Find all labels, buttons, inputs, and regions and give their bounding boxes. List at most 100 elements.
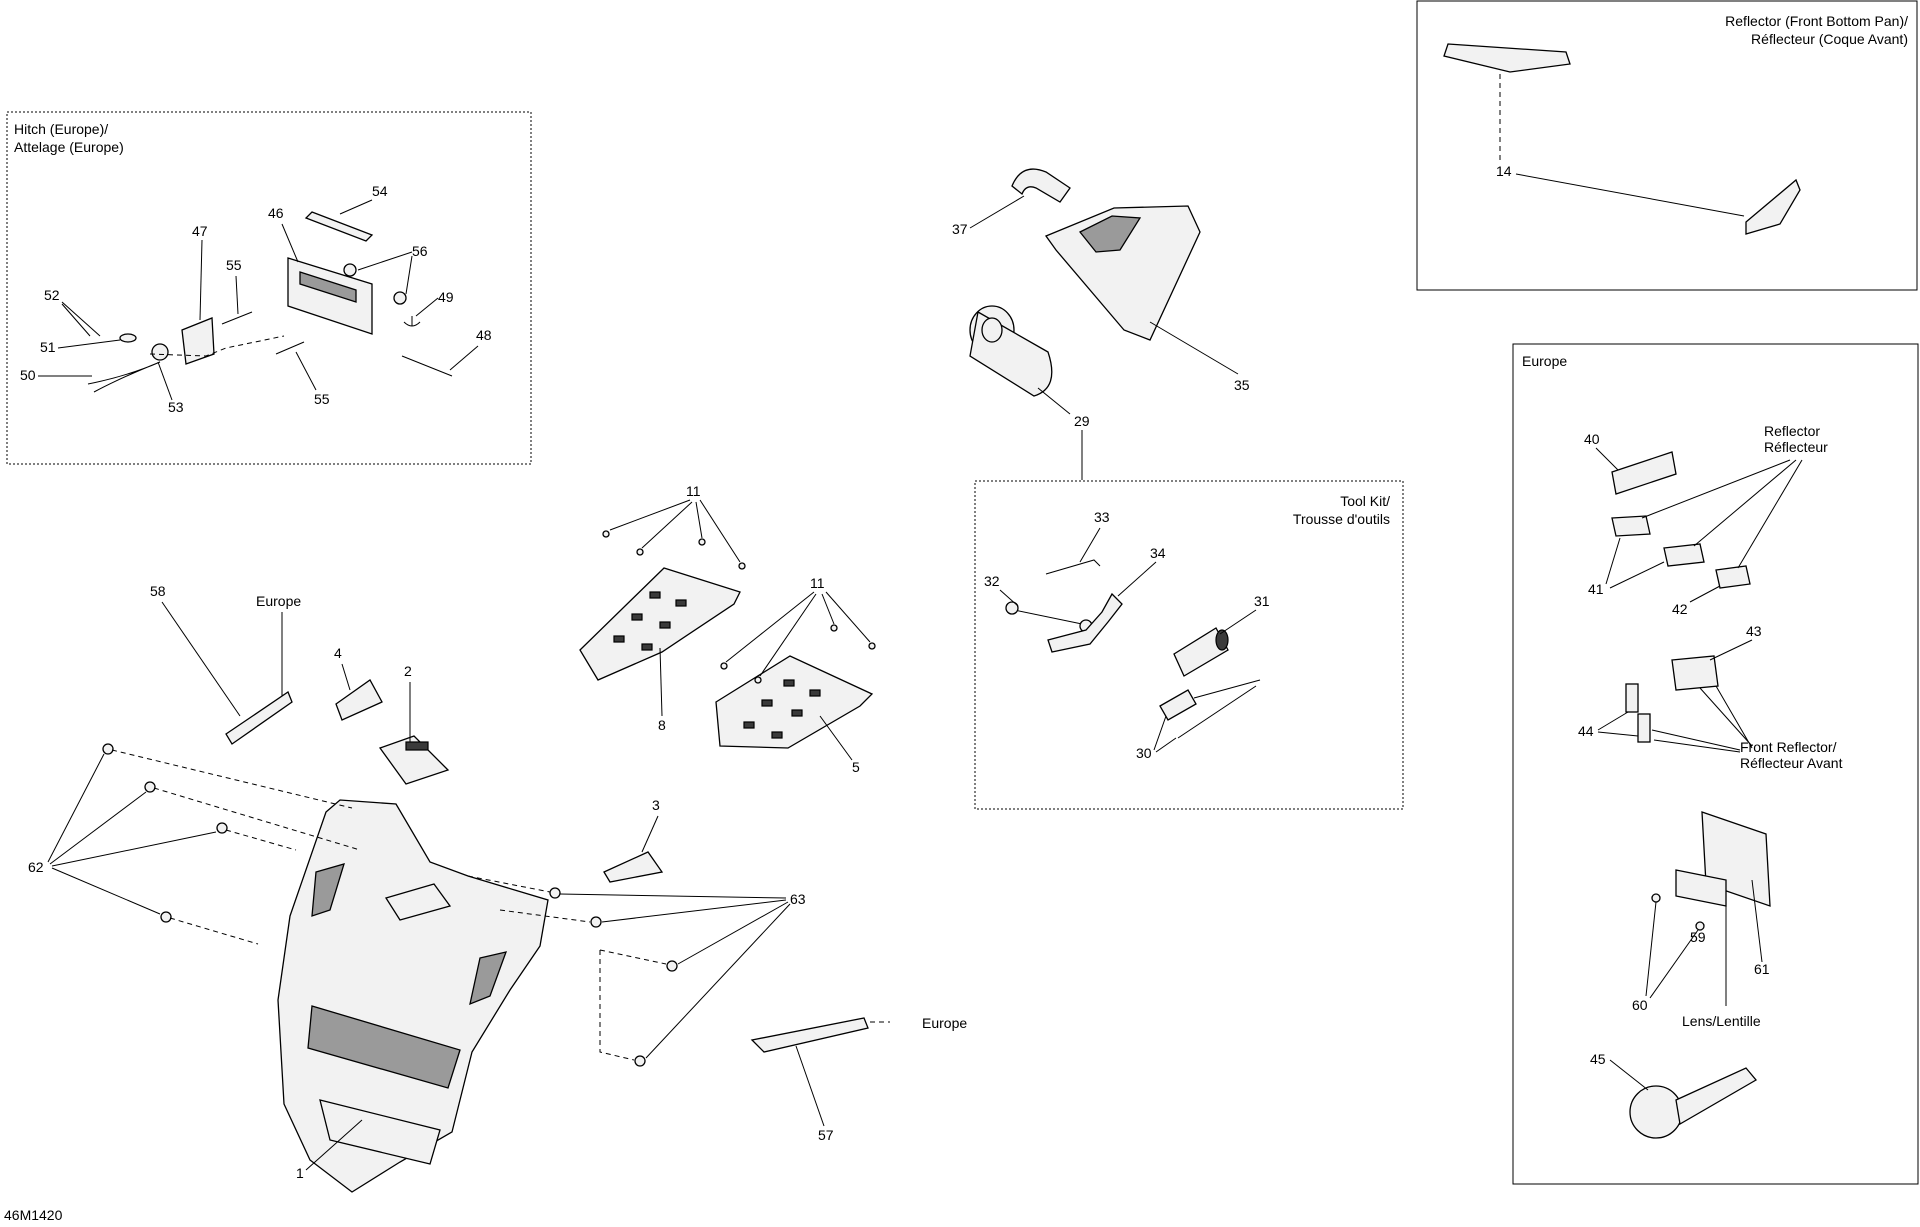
callout-4: 4 — [334, 645, 342, 661]
footrest-5 — [715, 655, 874, 749]
europe-panel-title: Europe — [1522, 353, 1567, 369]
reflector-label: Reflector — [1764, 423, 1820, 439]
callout-62: 62 — [28, 859, 44, 875]
callout-55-lower: 55 — [314, 391, 330, 407]
tool-spanner — [1047, 592, 1123, 653]
reflector-label-fr: Réflecteur — [1764, 439, 1828, 455]
diagram-reference-code: 46M1420 — [4, 1207, 63, 1223]
callout-55-upper: 55 — [226, 257, 242, 273]
callout-40: 40 — [1584, 431, 1600, 447]
screw-60a — [1651, 893, 1661, 903]
callout-52: 52 — [44, 287, 60, 303]
callout-42: 42 — [1672, 601, 1688, 617]
callout-30: 30 — [1136, 745, 1152, 761]
hitch-assembly-line — [149, 335, 285, 357]
reflector-pan-subtitle: Réflecteur (Coque Avant) — [1751, 31, 1908, 47]
callout-11-lower: 11 — [810, 575, 825, 591]
storage-bag-opening — [1078, 215, 1142, 253]
hitch-washer-part — [119, 333, 137, 343]
reflector-pad-42 — [1715, 565, 1751, 589]
callout-3: 3 — [652, 797, 660, 813]
hitch-hairpin-part — [87, 361, 161, 393]
europe-label-57: Europe — [922, 1015, 967, 1031]
reflector-pad-41a — [1611, 515, 1651, 537]
tool-hex-key — [1045, 559, 1101, 575]
reflector-strip-40 — [1611, 451, 1677, 495]
callout-47: 47 — [192, 223, 208, 239]
callout-33: 33 — [1094, 509, 1110, 525]
reflector-pan-panel: Reflector (Front Bottom Pan)/ Réflecteur… — [1416, 0, 1918, 291]
horn-45-bell — [1629, 1085, 1683, 1139]
callout-48: 48 — [476, 327, 492, 343]
front-pan-vent-right — [469, 951, 508, 1006]
hitch-clip-part — [403, 316, 421, 327]
front-reflector-label: Front Reflector/ — [1740, 739, 1837, 755]
callout-61: 61 — [1754, 961, 1770, 977]
hitch-nut-upper — [343, 263, 357, 277]
callout-57: 57 — [818, 1127, 834, 1143]
europe-panel-frame — [1512, 343, 1919, 1185]
callout-56: 56 — [412, 243, 428, 259]
storage-bag-part — [1044, 205, 1201, 341]
callout-29: 29 — [1074, 413, 1090, 429]
hitch-panel-subtitle: Attelage (Europe) — [14, 139, 124, 155]
callout-46: 46 — [268, 205, 284, 221]
callout-53: 53 — [168, 399, 184, 415]
callout-8: 8 — [658, 717, 666, 733]
tool-kit-panel: Tool Kit/ Trousse d'outils 33 34 32 31 3… — [974, 480, 1404, 810]
sticker-3 — [603, 851, 664, 883]
hitch-long-pin — [401, 355, 453, 377]
front-bottom-pan-1 — [277, 799, 549, 1193]
hitch-nut-lower — [393, 291, 407, 305]
tool-kit-frame — [974, 480, 1404, 810]
callout-2: 2 — [404, 663, 412, 679]
callout-41: 41 — [1588, 581, 1604, 597]
front-pan-center-badge — [384, 883, 452, 921]
hitch-bracket-slot — [299, 271, 357, 303]
hitch-panel-title: Hitch (Europe)/ — [14, 121, 108, 137]
tool-socket — [1173, 627, 1229, 677]
tool-screwdriver-handle — [1159, 689, 1197, 721]
callout-1: 1 — [296, 1165, 304, 1181]
footrest-holes — [613, 591, 821, 739]
hitch-ring-part — [151, 343, 169, 361]
hitch-pin-upper — [221, 311, 253, 325]
reflector-pan-right-part — [1745, 178, 1801, 235]
tool-kit-subtitle: Trousse d'outils — [1293, 511, 1390, 527]
callout-43: 43 — [1746, 623, 1762, 639]
reflector-pan-title: Reflector (Front Bottom Pan)/ — [1725, 13, 1908, 29]
screw-60b — [1695, 921, 1705, 931]
front-reflector-bracket-44a — [1625, 683, 1639, 713]
callout-11-upper: 11 — [686, 483, 701, 499]
front-pan-group: 58 Europe 4 2 3 Europe 57 1 — [28, 583, 967, 1193]
callout-34: 34 — [1150, 545, 1166, 561]
hitch-strip-part — [304, 211, 374, 242]
front-reflector-43 — [1671, 655, 1719, 691]
sticker-4 — [335, 679, 383, 721]
callout-45: 45 — [1590, 1051, 1606, 1067]
callout-37: 37 — [952, 221, 968, 237]
front-pan-vent-left — [311, 863, 345, 917]
footrest-group: 11 11 8 5 — [579, 483, 876, 775]
callout-31: 31 — [1254, 593, 1270, 609]
callout-54: 54 — [372, 183, 388, 199]
callout-14: 14 — [1496, 163, 1512, 179]
front-pan-logo-plate — [307, 1005, 461, 1089]
lens-label: Lens/Lentille — [1682, 1013, 1761, 1029]
tool-wrench — [1013, 609, 1083, 625]
callout-32: 32 — [984, 573, 1000, 589]
europe-panel: Europe Reflector Réflecteur 40 41 42 43 … — [1512, 343, 1919, 1185]
europe-label-58: Europe — [256, 593, 301, 609]
callout-58: 58 — [150, 583, 166, 599]
callout-44: 44 — [1578, 723, 1594, 739]
badge-2 — [378, 735, 450, 785]
callout-51: 51 — [40, 339, 56, 355]
tool-kit-title: Tool Kit/ — [1340, 493, 1390, 509]
storage-clip-part — [1011, 168, 1071, 203]
hitch-panel-frame — [6, 111, 532, 465]
callout-59: 59 — [1690, 929, 1706, 945]
callout-60: 60 — [1632, 997, 1648, 1013]
front-pan-lower-grille — [319, 1099, 441, 1165]
hitch-pin-lower — [275, 341, 305, 355]
